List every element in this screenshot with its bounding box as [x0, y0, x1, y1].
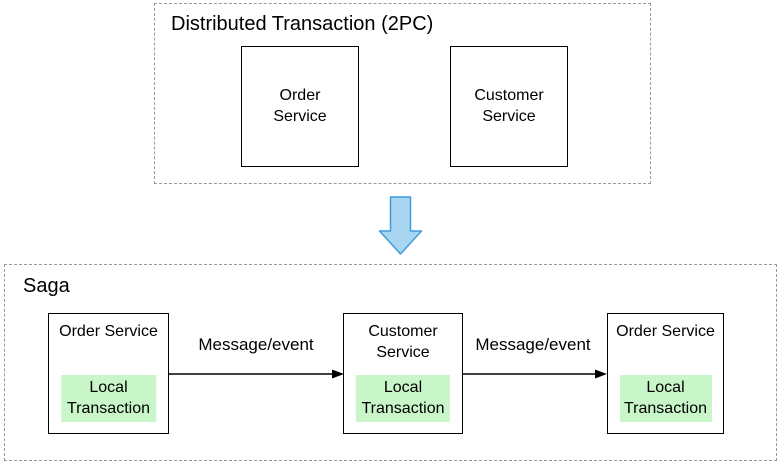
local-transaction-label: Local Transaction — [67, 378, 150, 420]
service-box-label: Order Service — [49, 322, 168, 343]
label-line: Order — [59, 323, 101, 340]
local-transaction-label: Local Transaction — [624, 378, 707, 420]
service-box-label: Customer Service — [474, 86, 543, 128]
label-line: Service — [273, 107, 327, 125]
label-line: Service — [104, 323, 158, 340]
local-transaction-box: Local Transaction — [619, 375, 712, 422]
down-arrow-icon — [378, 196, 423, 255]
label-line: Transaction — [361, 399, 445, 417]
label-line: Order — [279, 86, 321, 104]
saga-title: Saga — [23, 275, 70, 297]
local-transaction-label: Local Transaction — [361, 378, 444, 420]
saga-customer-service-box: Customer Service Local Transaction — [343, 313, 463, 434]
label-line: Transaction — [67, 399, 150, 417]
label-line: Local — [646, 378, 685, 396]
service-box-label: Customer Service — [344, 322, 462, 364]
local-transaction-box: Local Transaction — [355, 375, 451, 422]
label-line: Transaction — [624, 399, 707, 417]
label-line: Service — [482, 107, 536, 125]
label-line: Service — [376, 343, 430, 361]
saga-order-service-box-2: Order Service Local Transaction — [607, 313, 724, 434]
twopc-customer-service-box: Customer Service — [450, 46, 568, 167]
message-event-label-1: Message/event — [198, 335, 314, 354]
service-box-label: Order Service — [608, 322, 723, 343]
saga-group: Saga Order Service Local Transaction Mes… — [4, 264, 777, 461]
message-event-label-2: Message/event — [475, 335, 591, 354]
label-line: Local — [383, 378, 423, 396]
twopc-order-service-box: Order Service — [241, 46, 359, 167]
label-line: Order — [616, 323, 658, 340]
label-line: Local — [89, 378, 128, 396]
service-box-label: Order Service — [273, 86, 326, 128]
label-line: Customer — [474, 86, 544, 104]
local-transaction-box: Local Transaction — [60, 375, 157, 422]
twopc-title: Distributed Transaction (2PC) — [171, 13, 434, 35]
right-arrow-icon — [462, 369, 607, 379]
twopc-group: Distributed Transaction (2PC) Order Serv… — [154, 3, 651, 184]
right-arrow-icon — [169, 369, 344, 379]
saga-order-service-box-1: Order Service Local Transaction — [48, 313, 169, 434]
label-line: Service — [661, 323, 715, 340]
label-line: Customer — [368, 323, 438, 340]
